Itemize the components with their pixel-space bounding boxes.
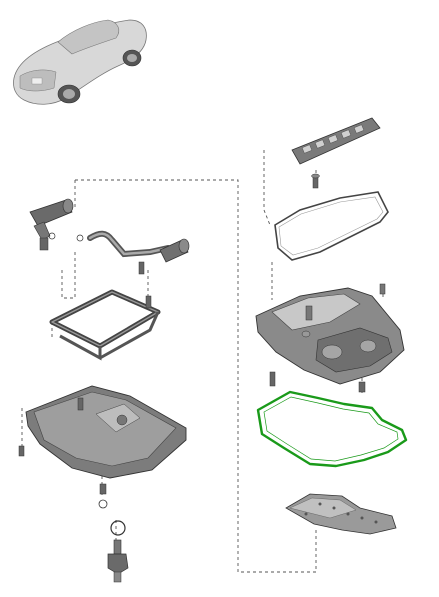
- heat-shield-plate[interactable]: [285, 493, 397, 535]
- drain-plug[interactable]: [107, 520, 129, 583]
- upper-oil-pan[interactable]: [255, 283, 405, 393]
- car-illustration: [2, 2, 152, 110]
- oil-pan-frame[interactable]: [49, 289, 161, 361]
- oil-pan-lower[interactable]: [18, 385, 187, 509]
- oil-pan-gasket[interactable]: [256, 390, 408, 468]
- baffle-strip[interactable]: [291, 117, 381, 165]
- sensor-bracket[interactable]: [29, 198, 74, 251]
- upper-gasket[interactable]: [274, 191, 389, 261]
- oil-pipe-assembly[interactable]: [76, 230, 190, 275]
- bolt-icon: [311, 173, 320, 189]
